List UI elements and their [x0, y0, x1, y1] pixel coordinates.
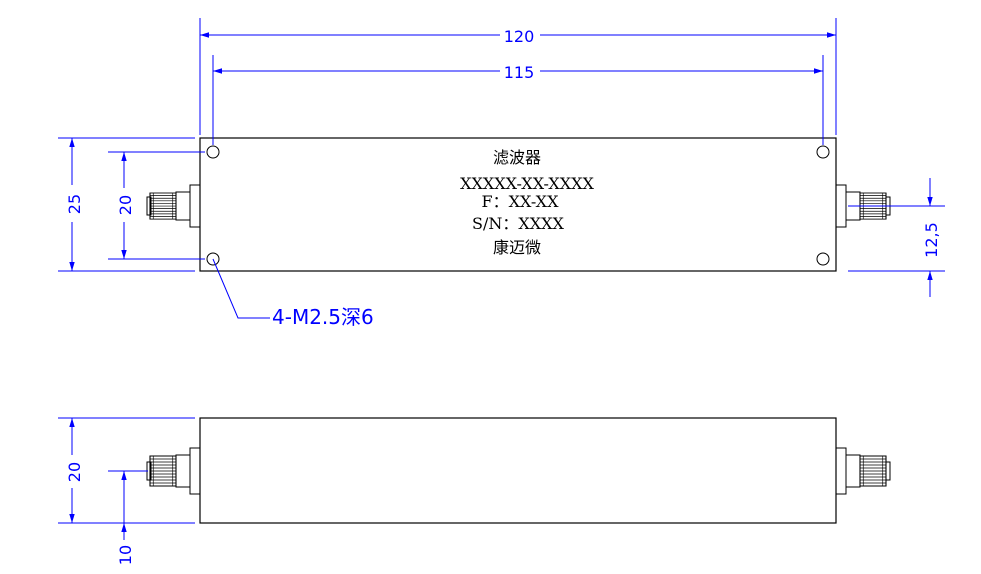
- dim-overall-height: 25: [58, 137, 195, 272]
- dim-text-115: 115: [504, 63, 535, 82]
- dim-text-10: 10: [116, 545, 135, 565]
- label-line-3: F：XX-XX: [482, 192, 560, 211]
- dim-text-120: 120: [504, 27, 535, 46]
- hole-note-text: 4-M2.5深6: [272, 305, 374, 329]
- mounting-hole: [206, 252, 220, 266]
- filter-body-side: [199, 417, 837, 524]
- hole-note: 4-M2.5深6: [212, 258, 374, 329]
- side-view: 20 10: [58, 417, 891, 565]
- label-line-2: XXXXX-XX-XXXX: [460, 174, 594, 193]
- dim-hole-spacing-length: 115: [212, 55, 824, 145]
- dim-text-12-5: 12,5: [922, 222, 941, 258]
- mounting-hole: [206, 145, 220, 159]
- right-connector-side: [835, 447, 891, 495]
- dim-text-20-side: 20: [65, 462, 84, 482]
- filter-body-top: [199, 137, 837, 272]
- label-line-5: 康迈微: [493, 238, 541, 257]
- dim-hole-spacing-height: 20: [108, 151, 205, 260]
- label-line-1: 滤波器: [493, 148, 541, 167]
- dim-text-20-holes: 20: [116, 195, 135, 215]
- top-view: 滤波器 XXXXX-XX-XXXX F：XX-XX S/N：XXXX 康迈微 1…: [58, 18, 945, 329]
- dim-text-25: 25: [65, 194, 84, 214]
- dim-side-height: 20: [58, 417, 195, 524]
- dim-overall-length: 120: [199, 18, 837, 135]
- left-connector-top: [146, 184, 201, 228]
- dim-side-connector-offset: 10: [108, 470, 195, 565]
- left-connector-side: [146, 447, 201, 495]
- dim-connector-offset: 12,5: [848, 178, 945, 297]
- mounting-hole: [816, 252, 830, 266]
- mounting-hole: [816, 145, 830, 159]
- label-line-4: S/N：XXXX: [472, 214, 565, 233]
